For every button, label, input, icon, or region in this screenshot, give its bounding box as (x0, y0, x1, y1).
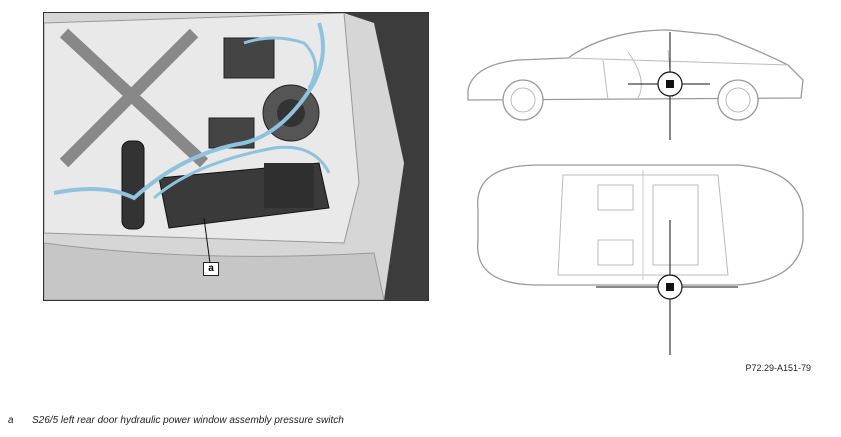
door-interior-illustration (43, 12, 429, 301)
legend-text: S26/5 left rear door hydraulic power win… (32, 415, 344, 426)
vehicle-top-drawing (477, 164, 804, 355)
legend-key: a (8, 415, 14, 426)
figure-reference: P72.29-A151-79 (745, 363, 811, 373)
vehicle-side-drawing (467, 29, 804, 140)
door-interior-drawing (44, 13, 428, 300)
vehicle-side-view (458, 20, 808, 140)
callout-a-label: a (203, 262, 219, 276)
vehicle-top-view (458, 150, 808, 360)
legend-item-a: a S26/5 left rear door hydraulic power w… (8, 415, 344, 426)
